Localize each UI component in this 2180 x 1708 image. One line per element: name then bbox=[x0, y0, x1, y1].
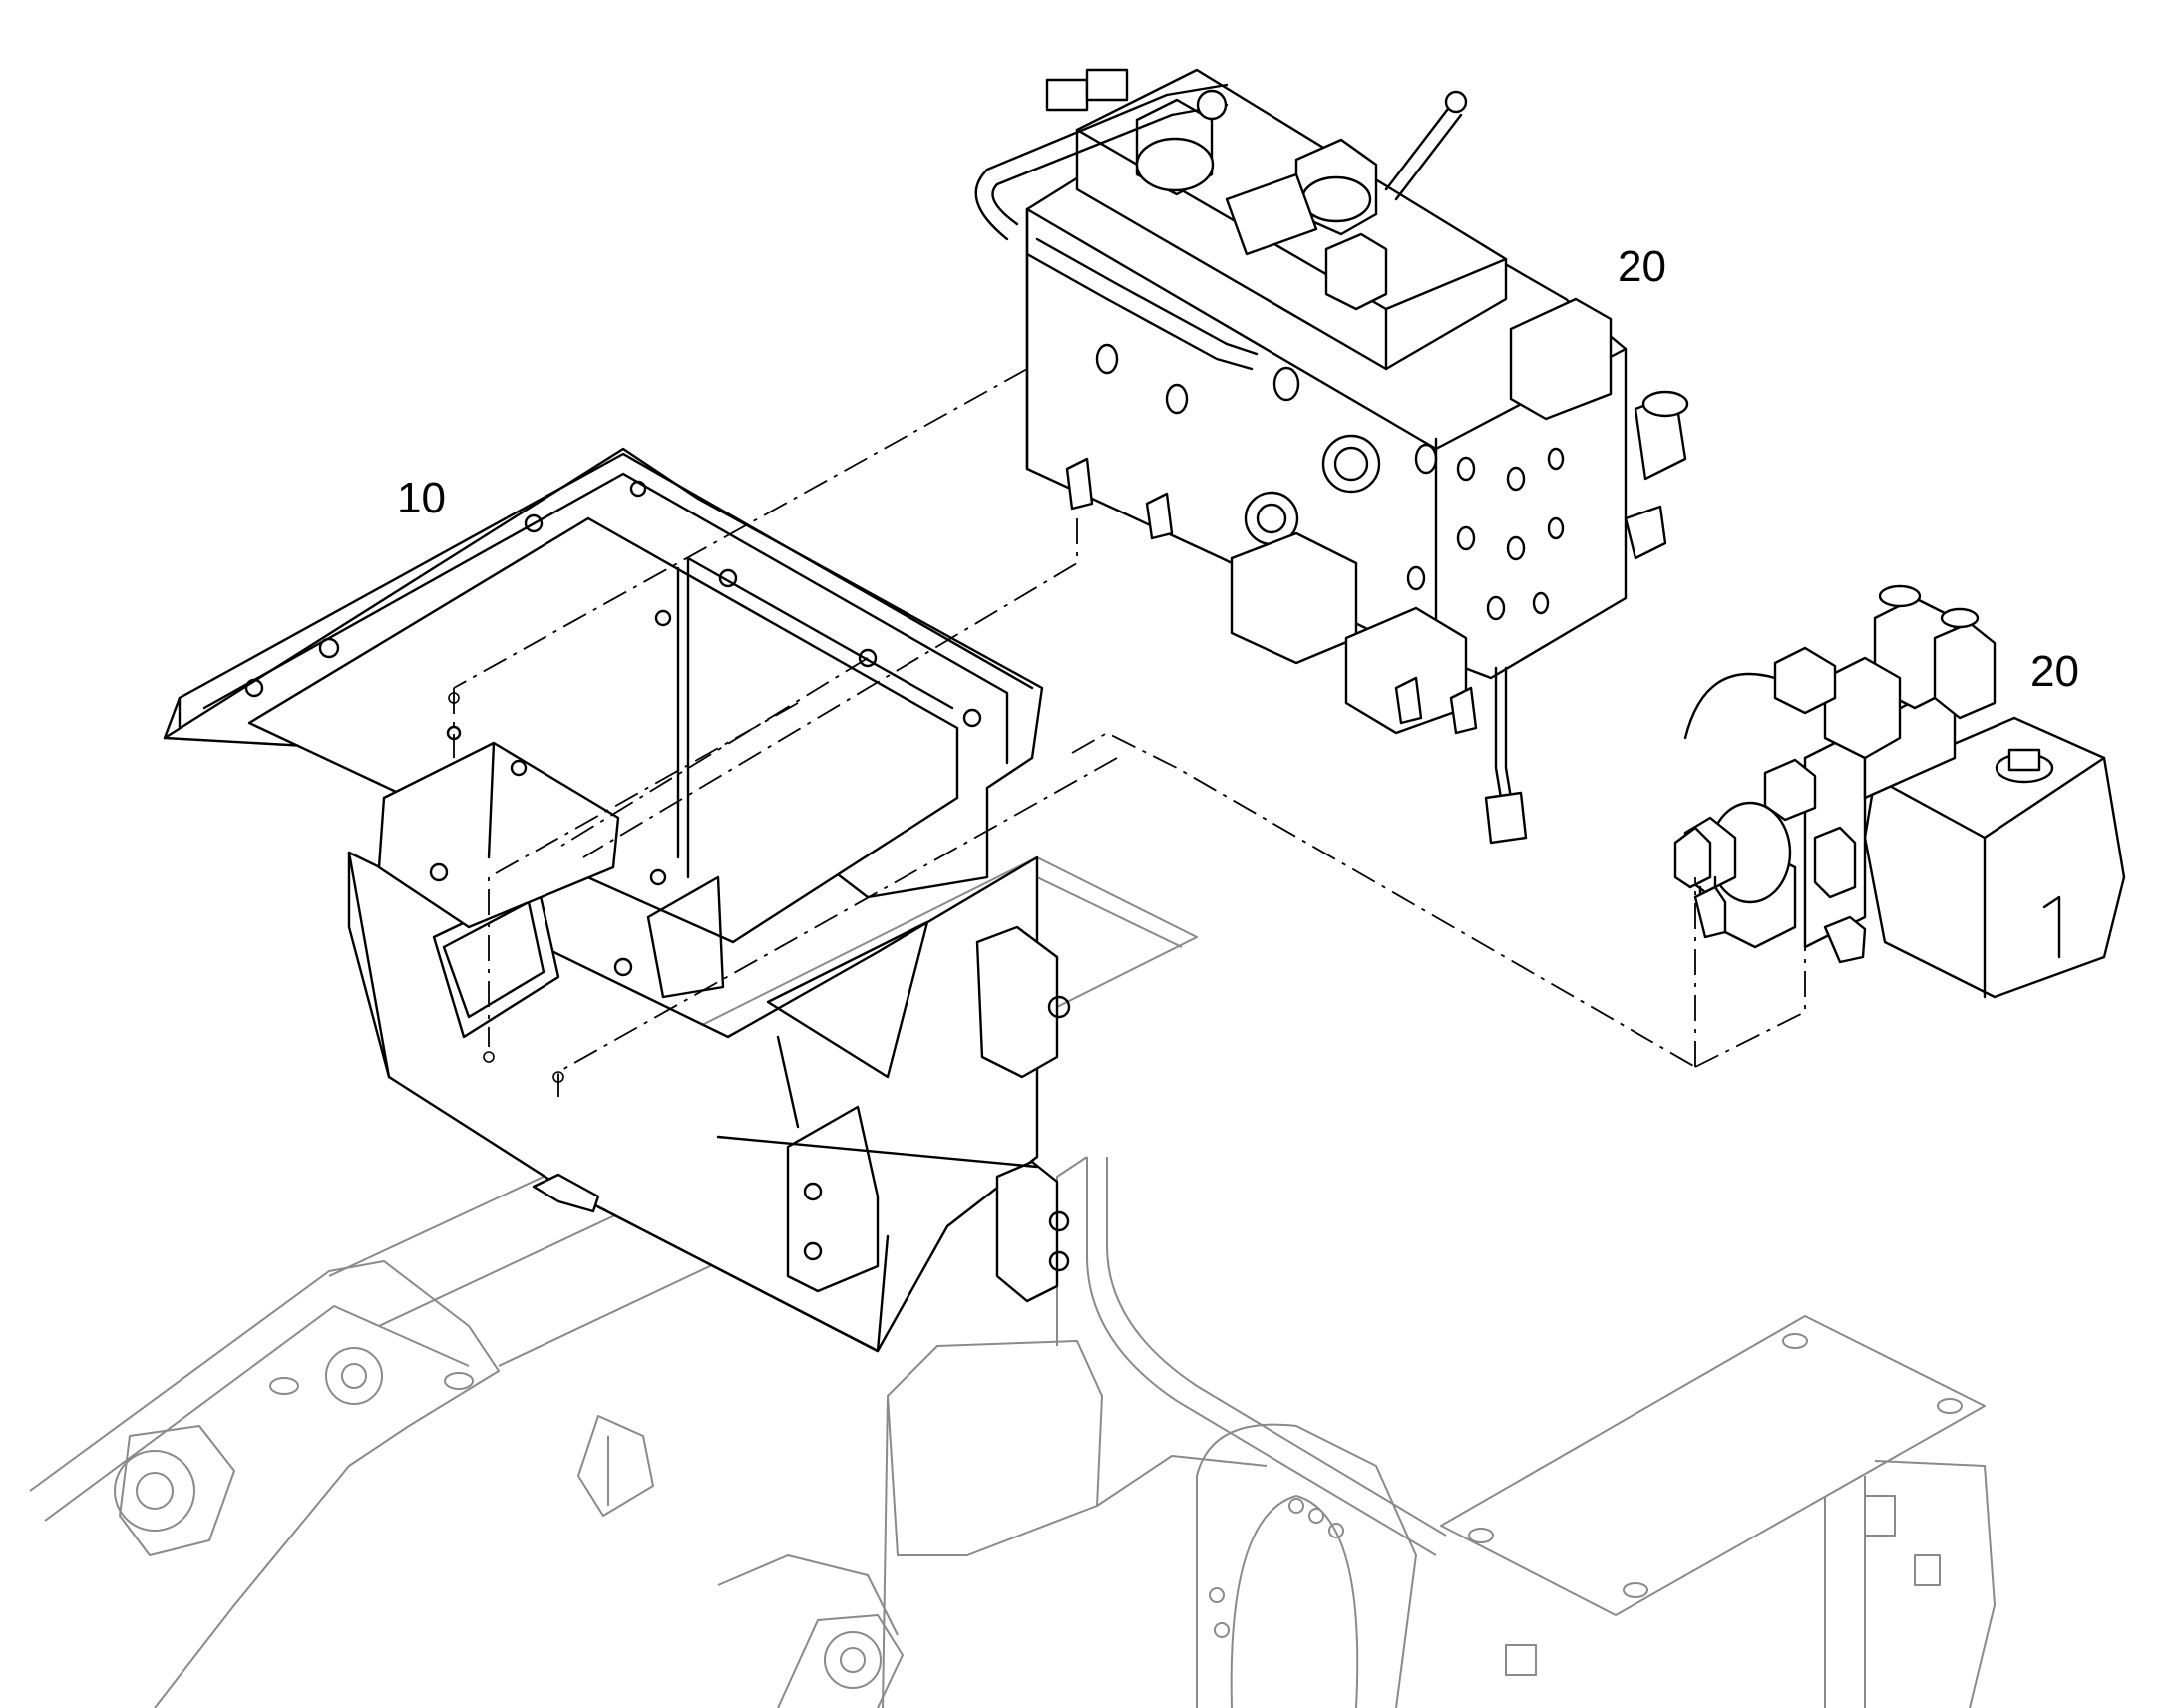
valve-block-lower bbox=[1673, 584, 2126, 999]
callout-valve-block-lower: 20 bbox=[2030, 647, 2079, 696]
mounting-bracket bbox=[163, 447, 1071, 1353]
assembly-lines bbox=[453, 368, 1806, 1097]
valve-block-upper bbox=[974, 68, 1689, 845]
pin-marks bbox=[448, 692, 564, 1083]
callout-bracket: 10 bbox=[397, 474, 446, 522]
callout-valve-block-upper: 20 bbox=[1618, 242, 1666, 291]
